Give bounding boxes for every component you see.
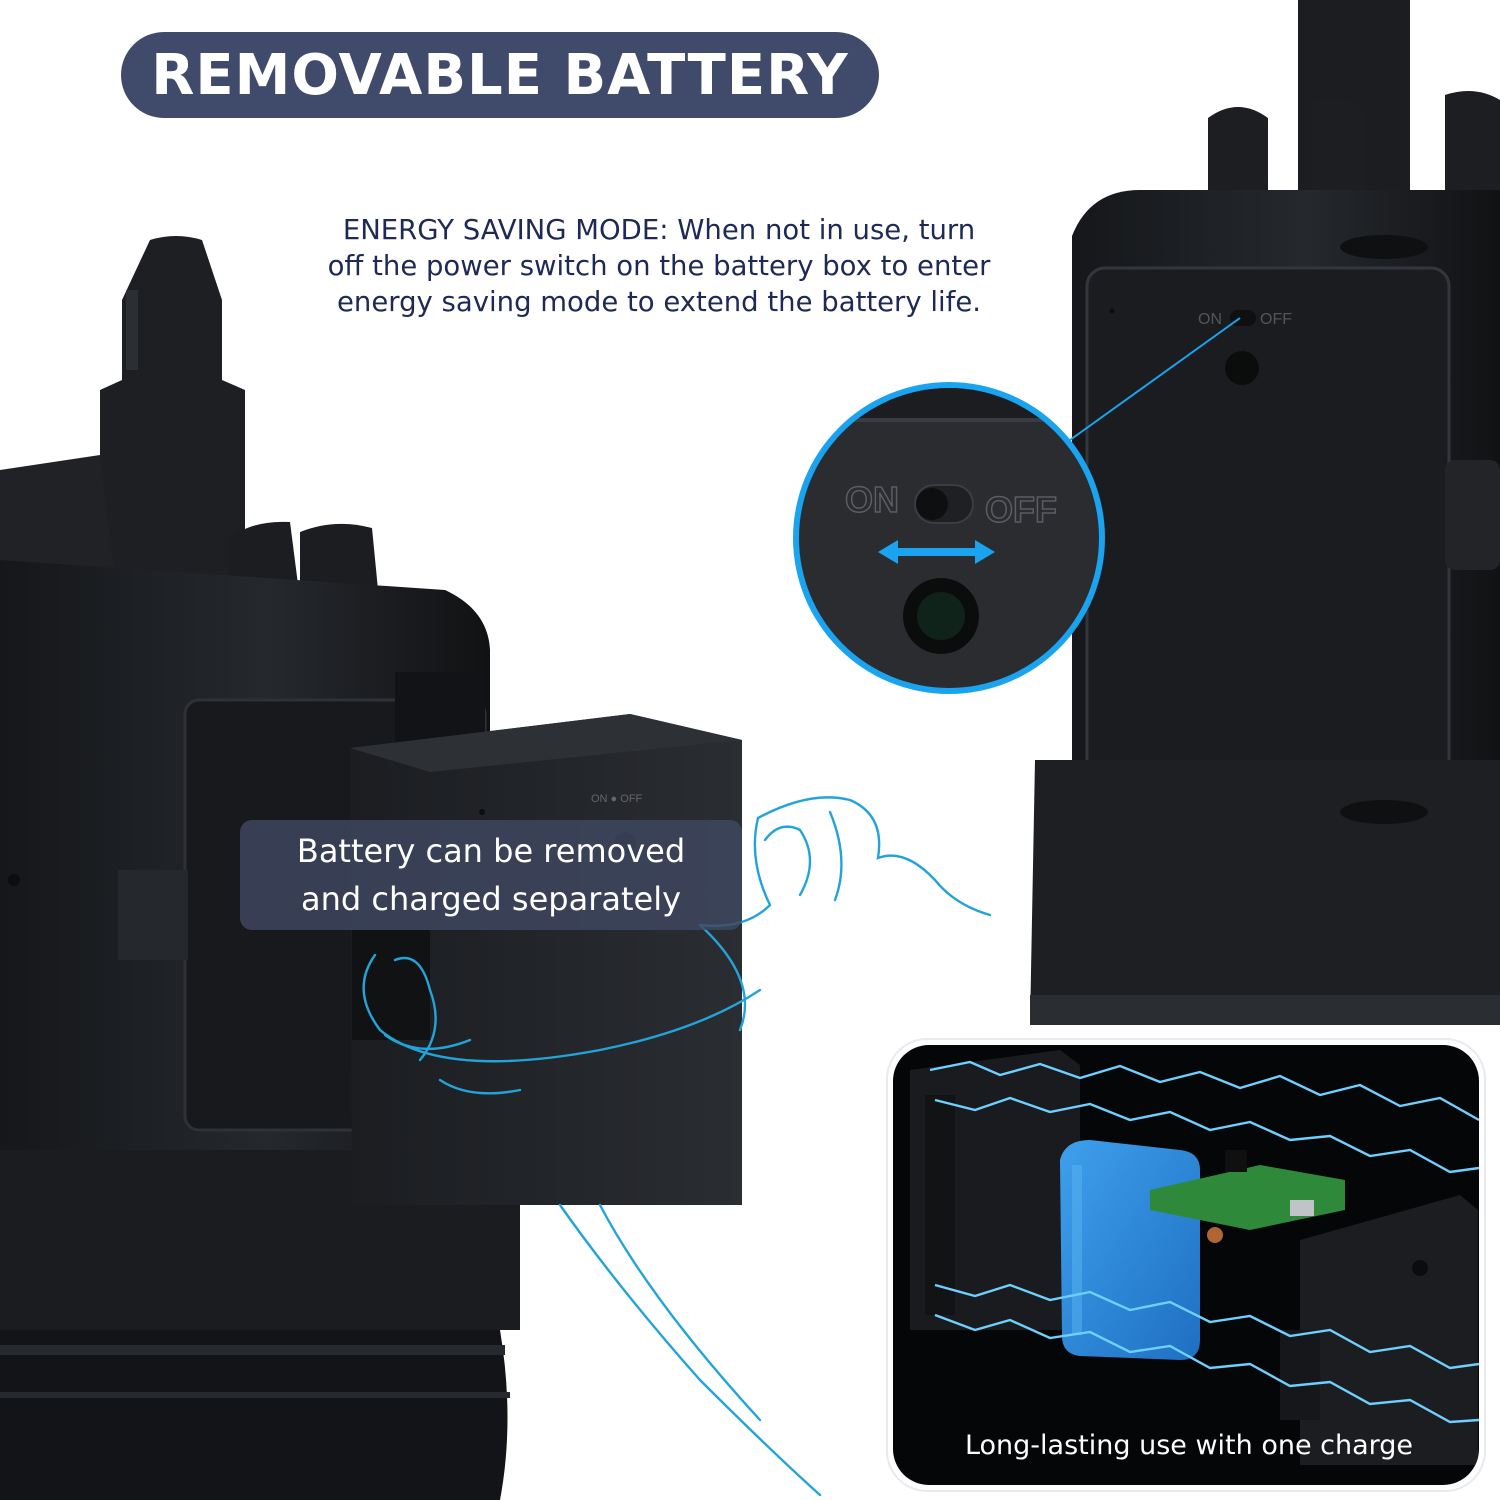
callout-line-1: Battery can be removed: [296, 832, 686, 870]
zoom-connector: [1069, 317, 1241, 441]
zoom-off-label: OFF: [985, 489, 1057, 530]
removable-callout: Battery can be removed and charged separ…: [240, 820, 742, 930]
battery-switch-label: ON ● OFF: [591, 793, 643, 805]
svg-text:ON: ON: [1198, 311, 1222, 328]
svg-text:OFF: OFF: [1260, 311, 1292, 328]
page-title: REMOVABLE BATTERY: [151, 42, 849, 108]
callout-line-2: and charged separately: [300, 880, 682, 918]
right-device: ON OFF: [1030, 0, 1500, 1025]
zoom-on-label: ON: [845, 479, 899, 520]
switch-zoom: ON OFF: [793, 382, 1105, 694]
hand-outline: [362, 796, 992, 1497]
energy-note-line-1: ENERGY SAVING MODE: When not in use, tur…: [342, 214, 976, 246]
exploded-view-inset: [886, 1038, 1486, 1492]
energy-note-line-2: off the power switch on the battery box …: [327, 250, 991, 282]
inset-caption: Long-lasting use with one charge: [964, 1430, 1414, 1461]
slide-arrow-icon: [878, 540, 995, 564]
energy-saving-note: ENERGY SAVING MODE: When not in use, tur…: [266, 212, 1052, 320]
energy-note-line-3: energy saving mode to extend the battery…: [336, 286, 981, 318]
title-banner: REMOVABLE BATTERY: [121, 32, 879, 118]
